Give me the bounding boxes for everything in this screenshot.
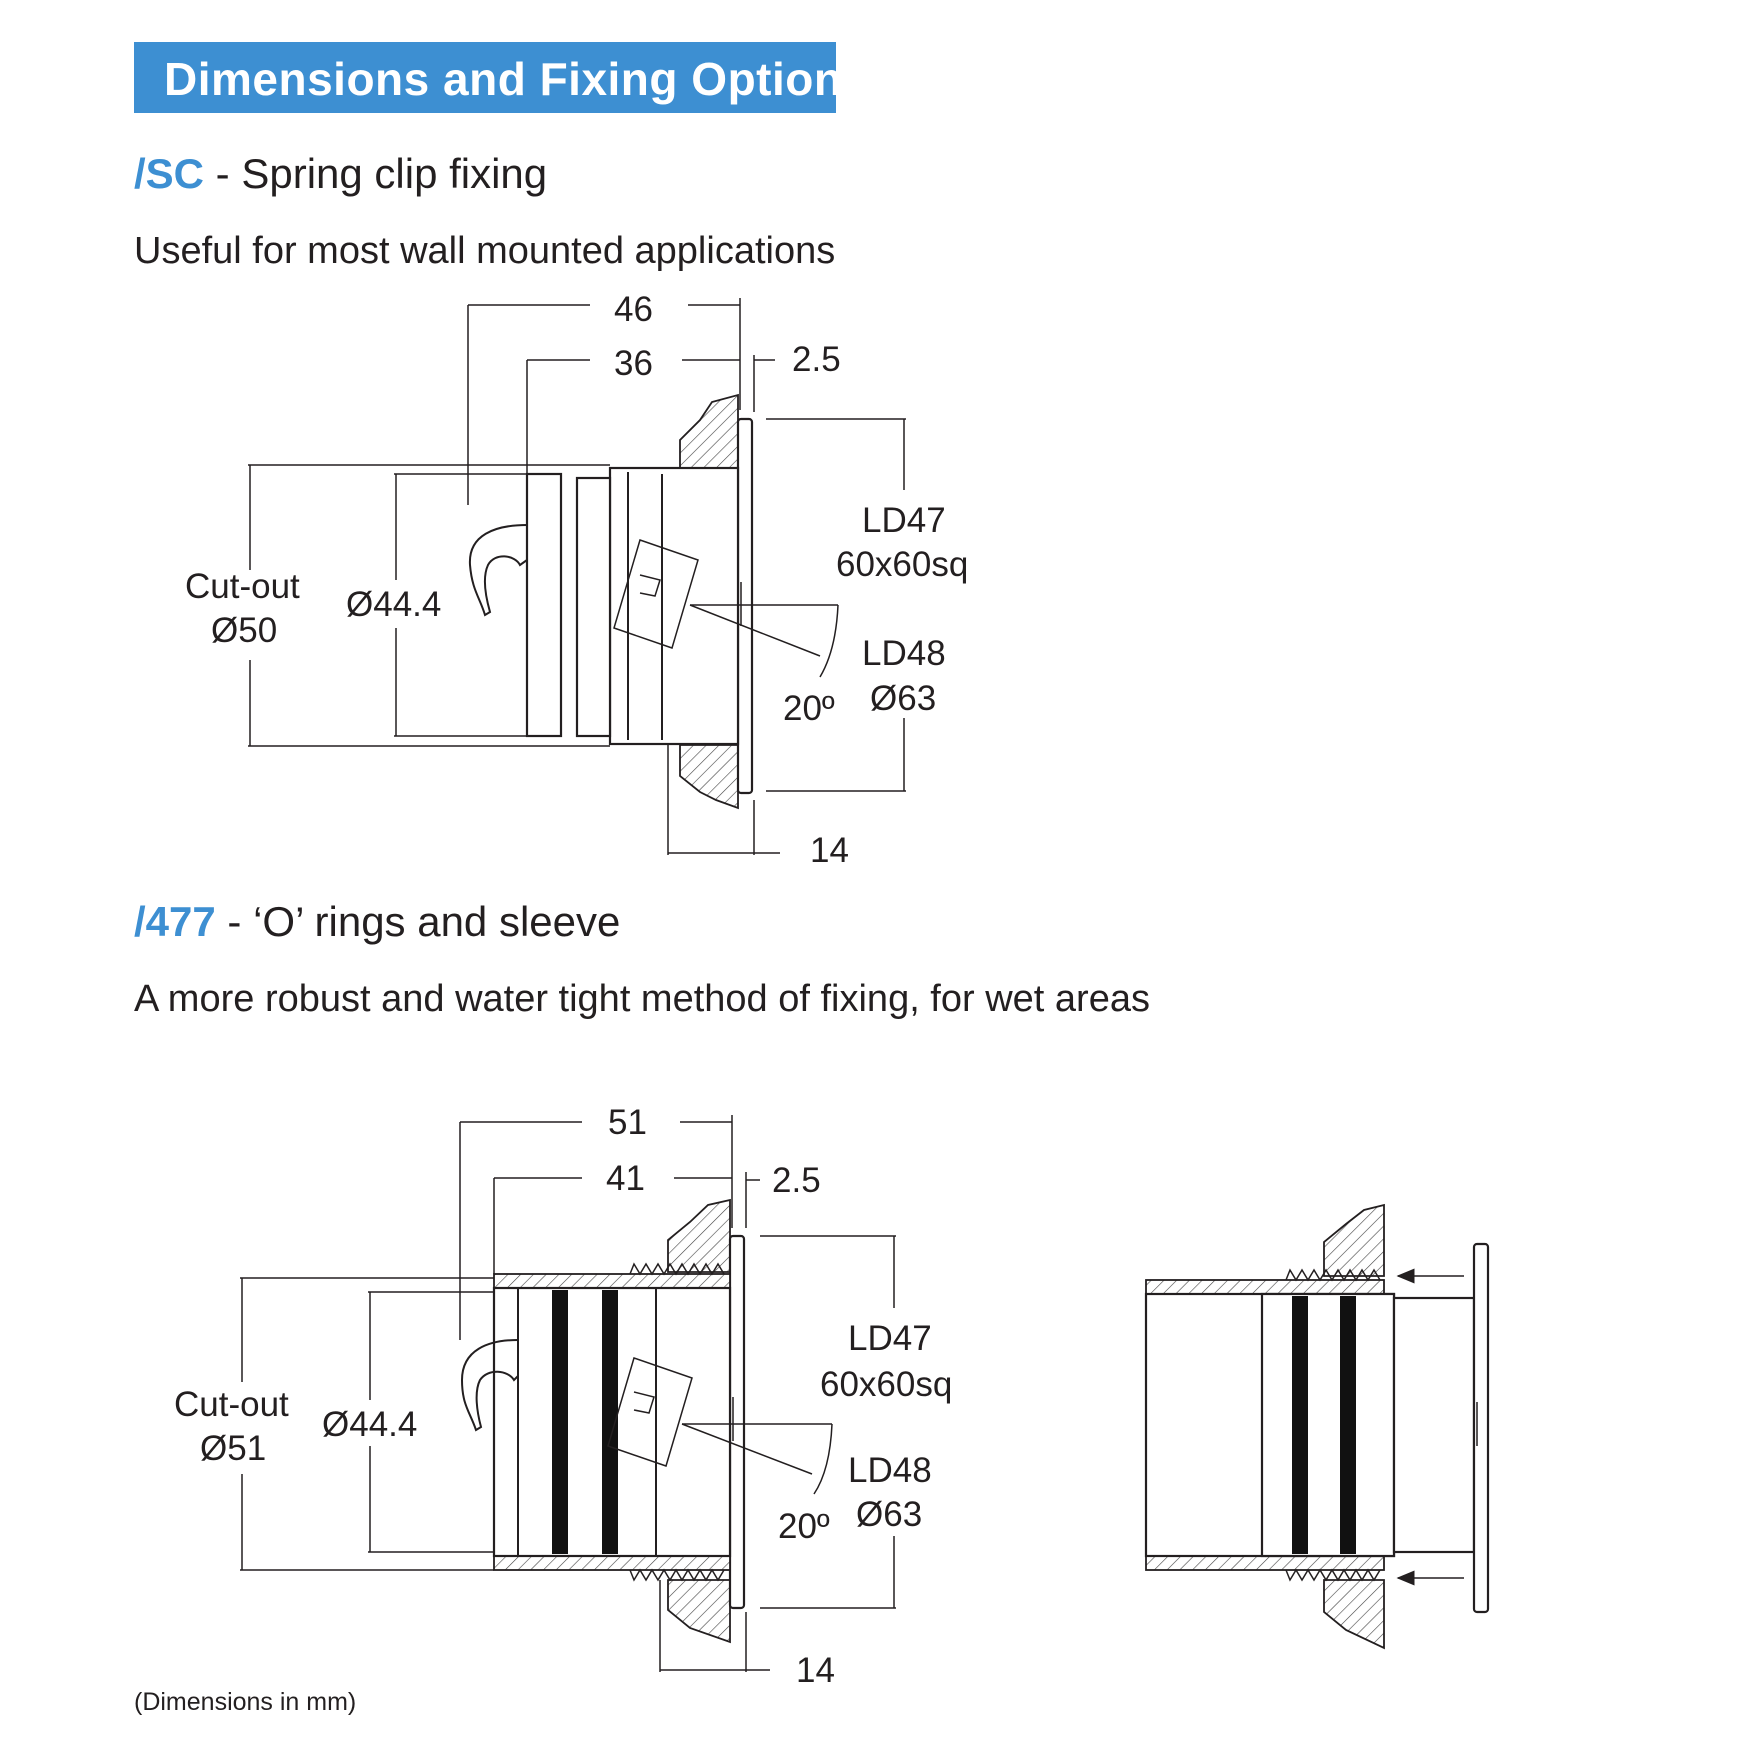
or-thread-top <box>629 1262 725 1276</box>
or-sleeve-bottom <box>493 1555 731 1571</box>
sc-spring-clip <box>468 524 528 617</box>
sc-description: Useful for most wall mounted application… <box>134 230 836 272</box>
sc-label-angle: 20º <box>783 689 835 728</box>
sc-lamp-detail <box>639 574 661 597</box>
ex-sleeve-top <box>1145 1279 1385 1295</box>
sc-title: - Spring clip fixing <box>204 150 548 197</box>
ex-fitting <box>1260 1292 1396 1558</box>
sc-label-cutout: Cut-out <box>185 567 300 606</box>
or-label-ld47: LD47 <box>848 1319 932 1358</box>
sc-heading: /SC - Spring clip fixing <box>134 150 547 198</box>
or-flange <box>728 1234 746 1610</box>
or-label-cutout: Cut-out <box>174 1385 289 1424</box>
or-lamp-box <box>607 1357 693 1467</box>
or-label-angle: 20º <box>778 1507 830 1546</box>
sc-drawing: 46 36 2.5 Cut-out Ø50 Ø44.4 LD47 60x60sq… <box>185 290 968 870</box>
ex-o-ring-1 <box>1292 1296 1308 1554</box>
or-label-ld47-size: 60x60sq <box>820 1365 952 1404</box>
exploded-drawing <box>1144 1203 1490 1650</box>
or-label-cutout-dia: Ø51 <box>200 1429 266 1468</box>
sc-label-36: 36 <box>614 344 653 383</box>
or-label-ld48: LD48 <box>848 1451 932 1490</box>
sc-label-46: 46 <box>614 290 653 329</box>
or-angle-ray <box>681 1423 813 1475</box>
sc-wall-bottom <box>679 744 739 810</box>
sc-label-flange: 2.5 <box>792 340 841 379</box>
ex-thread-bottom <box>1285 1568 1381 1582</box>
ex-wall-bottom <box>1323 1579 1385 1650</box>
o-ring-heading: /477 - ‘O’ rings and sleeve <box>134 898 620 946</box>
sc-label-ld47: LD47 <box>862 501 946 540</box>
sc-code: /SC <box>134 150 205 197</box>
or-sleeve-top <box>493 1273 731 1289</box>
or-o-ring-1 <box>552 1290 568 1554</box>
o-ring-code: /477 <box>134 898 216 945</box>
sc-label-cutout-dia: Ø50 <box>211 611 277 650</box>
ex-flange <box>1472 1242 1490 1614</box>
sc-angle-ray <box>689 604 821 657</box>
sc-label-ld48-size: Ø63 <box>870 679 936 718</box>
sc-label-14: 14 <box>810 831 849 870</box>
footnote: (Dimensions in mm) <box>134 1688 357 1716</box>
ex-fitting-front <box>1392 1296 1476 1554</box>
or-label-body-dia: Ø44.4 <box>322 1405 417 1444</box>
sc-rear-cap <box>525 472 563 738</box>
or-label-ld48-size: Ø63 <box>856 1495 922 1534</box>
sc-label-ld48: LD48 <box>862 634 946 673</box>
sc-lamp-box <box>613 539 699 649</box>
o-ring-drawing: 51 41 2.5 Cut-out Ø51 Ø44.4 LD47 60x60sq… <box>174 1103 952 1690</box>
or-clip <box>460 1339 519 1432</box>
banner-title: Dimensions and Fixing Options <box>164 53 869 105</box>
or-wall-bottom <box>667 1579 731 1644</box>
or-label-14: 14 <box>796 1651 835 1690</box>
or-label-41: 41 <box>606 1159 645 1198</box>
or-o-ring-2 <box>602 1290 618 1554</box>
or-wall-top <box>667 1198 731 1273</box>
o-ring-title: - ‘O’ rings and sleeve <box>215 898 621 945</box>
sc-flange <box>736 417 754 795</box>
sc-angle-arc <box>819 604 839 678</box>
or-label-51: 51 <box>608 1103 647 1142</box>
section-banner: Dimensions and Fixing Options <box>134 42 868 113</box>
ex-thread-top <box>1285 1268 1381 1282</box>
sc-body-step <box>575 476 612 738</box>
or-label-flange: 2.5 <box>772 1161 821 1200</box>
sc-body <box>608 466 740 746</box>
ex-o-ring-2 <box>1340 1296 1356 1554</box>
or-angle-arc <box>813 1423 833 1495</box>
ex-sleeve-bottom <box>1145 1555 1385 1571</box>
sc-label-body-dia: Ø44.4 <box>346 585 441 624</box>
or-thread-bottom <box>629 1568 725 1582</box>
or-lamp-detail <box>633 1391 655 1414</box>
sc-wall-top <box>679 393 739 471</box>
ex-wall-top <box>1323 1203 1385 1277</box>
o-ring-description: A more robust and water tight method of … <box>134 978 1150 1020</box>
sc-label-ld47-size: 60x60sq <box>836 545 968 584</box>
